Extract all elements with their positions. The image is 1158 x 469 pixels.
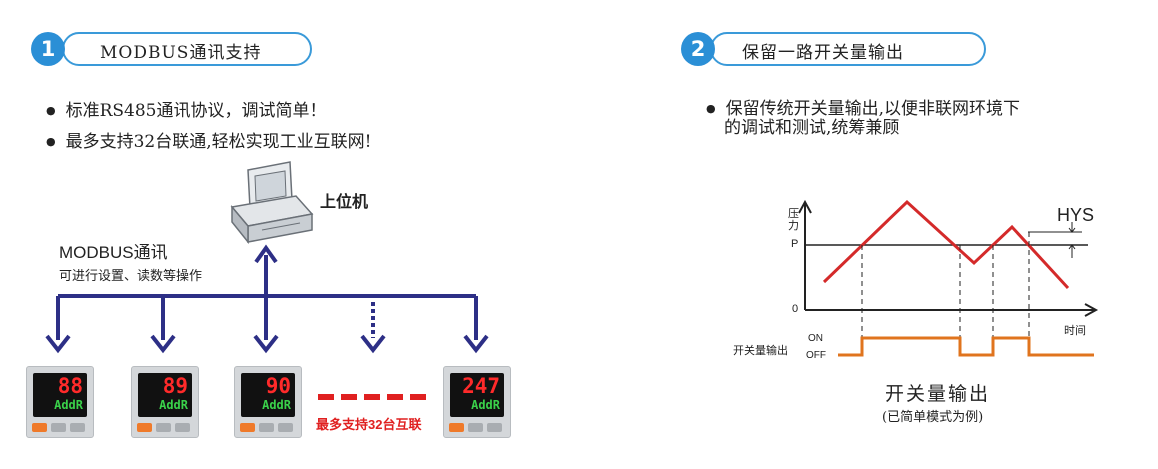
diagram-caption: 开关量输出 bbox=[885, 383, 991, 405]
diagram-subcaption: (已简单模式为例) bbox=[882, 410, 984, 425]
section2-bullet-line-2: 的调试和测试,统筹兼顾 bbox=[724, 118, 900, 138]
x-axis-label: 时间 bbox=[1064, 325, 1086, 337]
device-4-value: 247 bbox=[462, 374, 500, 398]
device-2-sub: AddR bbox=[159, 398, 188, 412]
device-1-value: 88 bbox=[57, 374, 83, 398]
off-label: OFF bbox=[806, 350, 826, 361]
device-1-sub: AddR bbox=[54, 398, 83, 412]
section2-title: 保留一路开关量输出 bbox=[742, 43, 904, 63]
section2-number-badge: 2 bbox=[681, 32, 715, 66]
device-3-sub: AddR bbox=[262, 398, 291, 412]
device-2-value: 89 bbox=[162, 374, 188, 398]
y-axis-label: 压力 bbox=[788, 208, 799, 232]
section1-number-badge: 1 bbox=[31, 32, 65, 66]
section2-bullet-line-1: ●保留传统开关量输出,以便非联网环境下 bbox=[706, 99, 1021, 119]
hys-label: HYS bbox=[1057, 205, 1095, 225]
comm-title: MODBUS通讯 bbox=[59, 243, 168, 262]
comm-desc: 可进行设置、读数等操作 bbox=[59, 268, 203, 283]
section1-title-pill: MODBUS通讯支持 bbox=[62, 32, 312, 66]
device-4-sub: AddR bbox=[471, 398, 500, 412]
zero-label: 0 bbox=[792, 303, 799, 315]
output-label: 开关量输出 bbox=[733, 345, 788, 357]
p-label: P bbox=[791, 238, 799, 250]
host-label: 上位机 bbox=[320, 194, 369, 211]
on-label: ON bbox=[808, 333, 823, 344]
section2-title-pill: 保留一路开关量输出 bbox=[710, 32, 986, 66]
section1-title: MODBUS通讯支持 bbox=[100, 43, 262, 63]
max-devices-note: 最多支持32台互联 bbox=[316, 417, 422, 432]
section1-bullet-1: 标准RS485通讯协议，调试简单！ bbox=[46, 96, 327, 121]
section1-bullet-2: 最多支持32台联通,轻松实现工业互联网! bbox=[46, 127, 372, 152]
device-3-value: 90 bbox=[265, 374, 291, 398]
